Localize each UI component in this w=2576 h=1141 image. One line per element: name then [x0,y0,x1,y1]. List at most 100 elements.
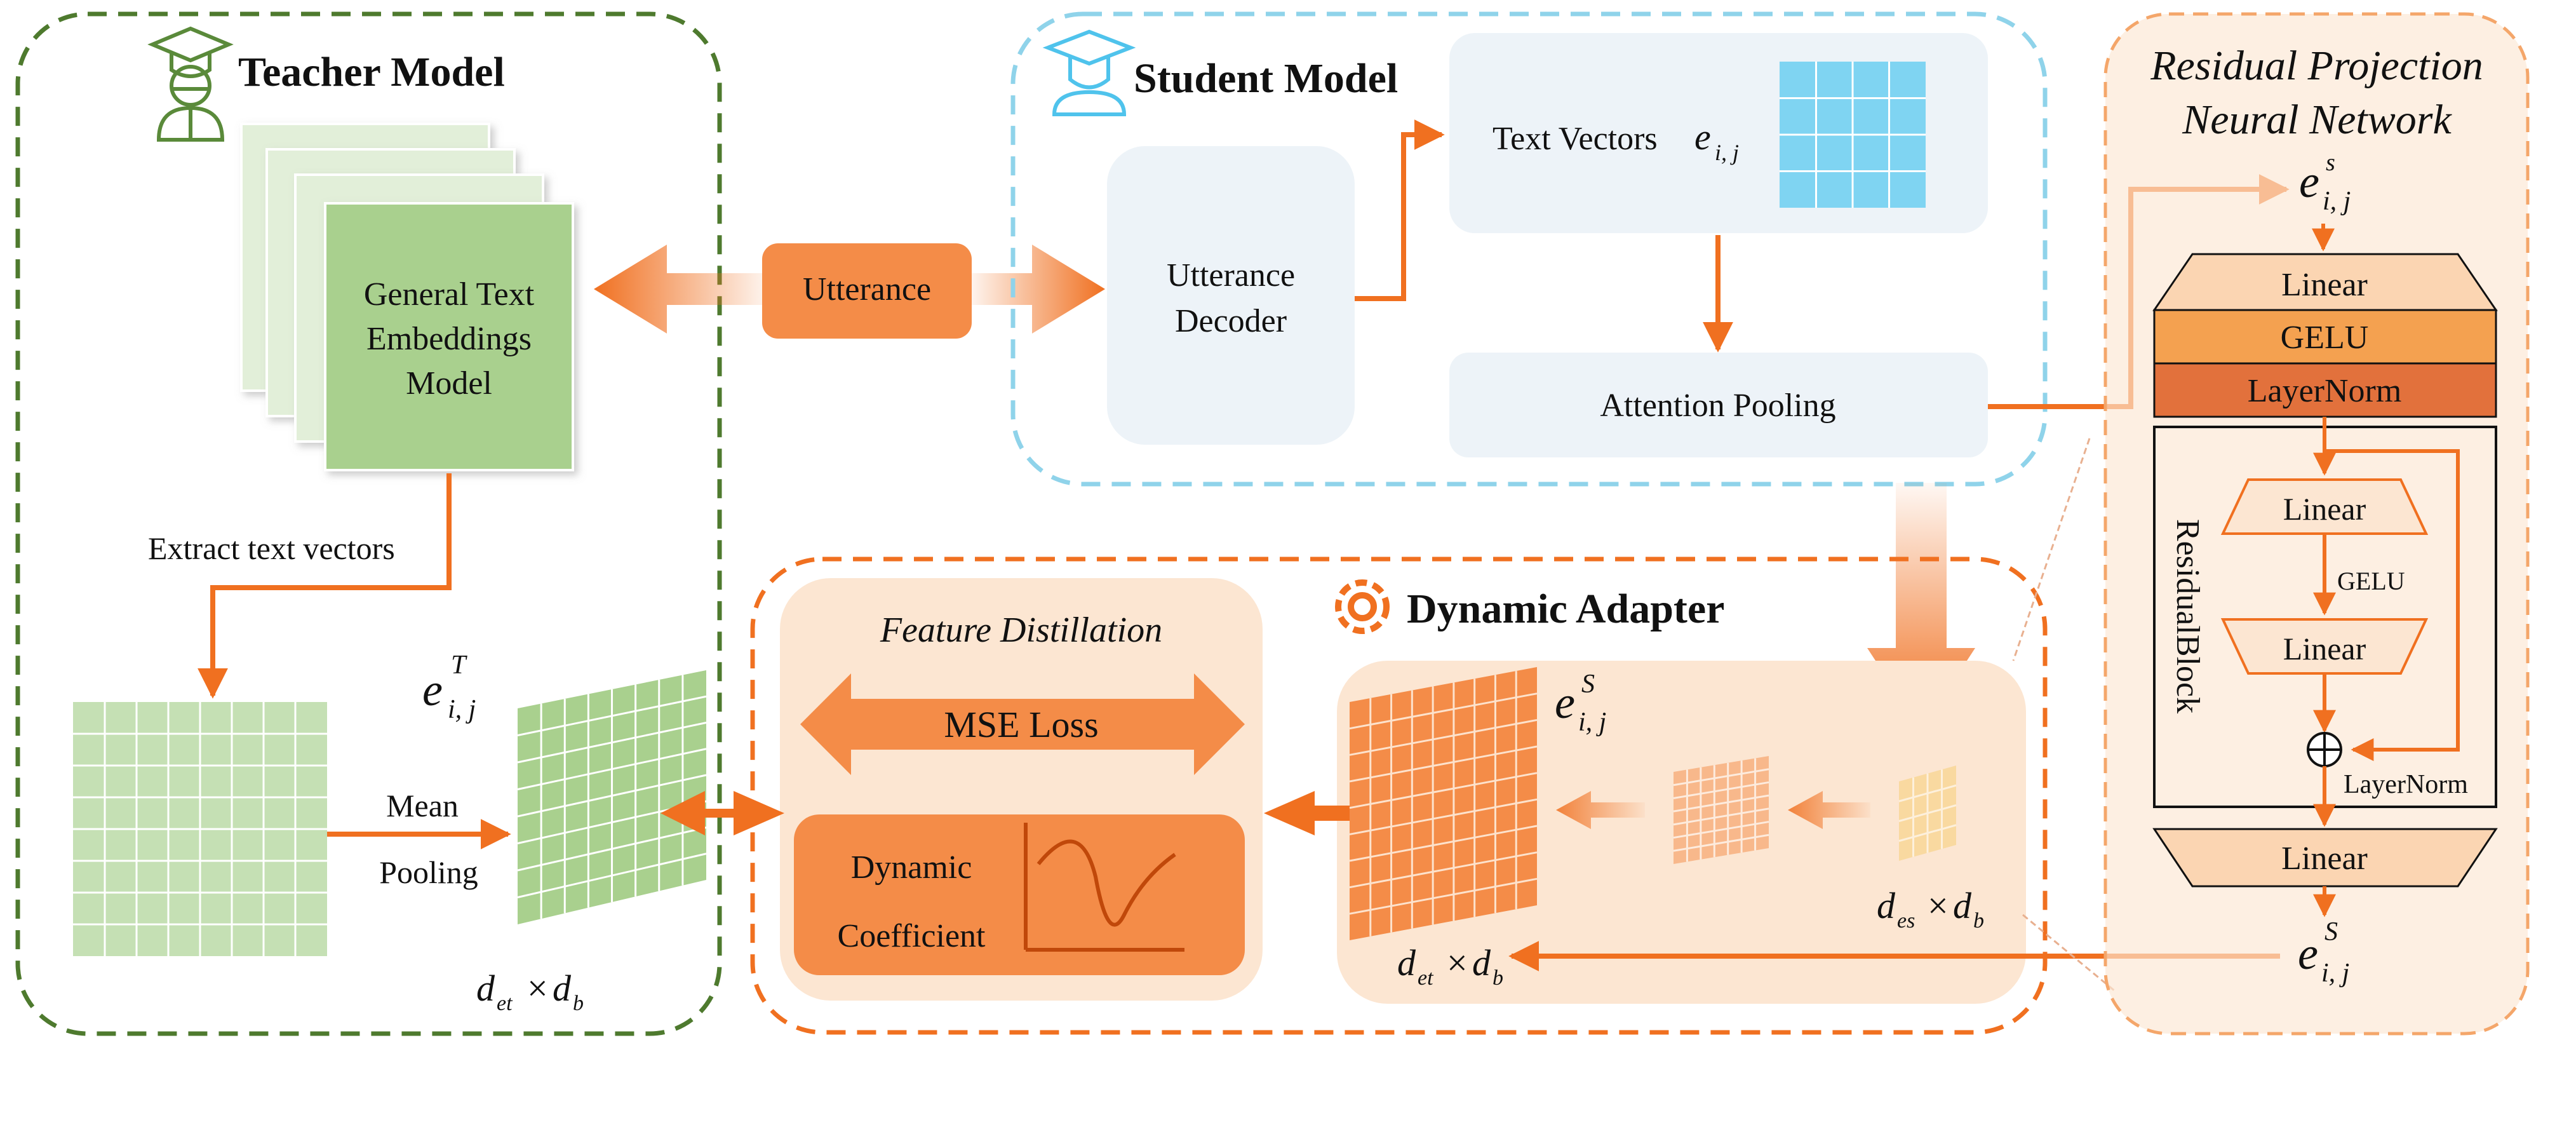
zoom-connector-bottom [2022,914,2116,992]
svg-text:e: e [1555,677,1575,728]
projection-to-distillation-arrow [1264,791,1359,835]
linear-inner1-layer [2220,478,2429,535]
linear-inner2-layer [2220,618,2429,675]
dynamic-label: Dynamic [851,849,972,886]
student-title: Student Model [1134,55,1398,102]
student-projected-grid-medium [1673,756,1769,864]
distillation-left-head [661,791,705,835]
svg-text:×: × [1447,942,1468,983]
teacher-pooled-vector-grid [517,670,707,924]
gelu-inner-label: GELU [2337,567,2405,595]
zoom-connector-top [2012,438,2091,661]
adapter-dim-left: d et × d b [1397,942,1503,990]
dynamic-adapter-panel: Dynamic Adapter Feature Distillation MSE… [661,557,2280,1035]
teacher-vector-symbol: e T i, j [422,651,476,724]
rpnn-input-symbol: e s i, j [2299,149,2351,216]
teacher-icon [147,26,234,142]
svg-text:S: S [2324,917,2338,947]
residual-skip-arrow [2324,449,2460,761]
linear-top-label: Linear [2281,267,2368,303]
text-vectors-symbol: e i, j [1694,116,1739,165]
small-to-medium-arrow [1788,791,1870,829]
dynamic-coefficient-box [794,814,1245,975]
extract-arrow [198,473,452,699]
residual-add-icon [2307,732,2342,767]
svg-text:i, j: i, j [1578,708,1606,737]
svg-text:e: e [2298,928,2318,979]
decoder-label-line1: Utterance [1167,257,1295,294]
svg-text:e: e [1694,116,1711,158]
svg-text:i, j: i, j [2323,187,2351,216]
student-projected-grid-large [1349,667,1538,940]
svg-text:T: T [451,651,467,680]
svg-text:S: S [1581,670,1595,699]
gelu-label: GELU [2281,320,2369,356]
decoder-to-text-vectors-arrow [1355,119,1445,301]
teacher-dimension-label: d et × d b [476,968,584,1015]
svg-text:e: e [2299,156,2319,207]
embeddings-model-line1: General Text [364,276,535,313]
utterance-label: Utterance [803,271,931,307]
student-projected-grid-small [1898,766,1957,861]
feature-distillation-label: Feature Distillation [880,611,1162,650]
svg-text:b: b [1493,966,1503,990]
svg-text:b: b [1973,909,1984,933]
dynamic-adapter-title: Dynamic Adapter [1407,586,1724,632]
adapter-vector-symbol: e S i, j [1555,670,1606,737]
gelu-layer [2153,309,2497,365]
linear-inner1-label: Linear [2283,491,2366,527]
decoder-label-line2: Decoder [1175,303,1287,339]
svg-text:i, j: i, j [448,695,476,724]
layernorm-top-layer [2153,362,2497,418]
extract-text-vectors-label: Extract text vectors [148,530,395,566]
svg-text:d: d [553,968,572,1009]
svg-text:d: d [1877,885,1896,926]
svg-text:d: d [1472,942,1491,983]
svg-text:d: d [1397,942,1416,983]
teacher-model-panel: Teacher Model General Text Embeddings Mo… [15,11,722,1036]
rpnn-panel: Residual Projection Neural Network e s i… [2103,12,2530,1036]
medium-to-large-arrow [1556,791,1645,829]
teacher-title: Teacher Model [238,49,505,95]
teacher-to-distillation-arrow [689,791,784,835]
coefficient-curve-icon [1024,823,1184,952]
linear-bottom-label: Linear [2281,841,2368,877]
svg-text:et: et [1418,966,1434,990]
attention-pooling-label: Attention Pooling [1600,388,1835,424]
utterance-left-arrow [594,245,765,334]
svg-text:e: e [422,665,443,715]
rpnn-title-line1: Residual Projection [2150,43,2483,89]
utterance-flow: Utterance [594,243,1105,339]
teacher-text-vector-grid [73,702,327,956]
linear-inner2-label: Linear [2283,631,2366,666]
svg-text:d: d [476,968,495,1009]
svg-text:i, j: i, j [2321,959,2349,988]
embeddings-model-line2: Embeddings [366,321,532,357]
svg-text:×: × [1928,885,1949,926]
mean-label: Mean [386,788,459,823]
student-text-vector-grid [1780,62,1926,208]
svg-text:i, j: i, j [1715,140,1739,165]
svg-text:d: d [1953,885,1972,926]
mse-loss-label: MSE Loss [944,704,1098,745]
residual-block-label: ResidualBlock [2170,519,2206,713]
attention-pooling-box [1449,353,1988,457]
pooling-label: Pooling [379,854,478,890]
svg-text:es: es [1897,909,1915,933]
student-icon [1042,29,1136,116]
teacher-embedding-stack: General Text Embeddings Model [240,123,574,471]
utterance-right-arrow [972,245,1105,334]
svg-text:et: et [497,992,513,1015]
adapter-gear-icon [1335,579,1390,634]
rpnn-title-line2: Neural Network [2182,97,2452,143]
student-model-panel: Student Model Utterance Decoder Text Vec… [1010,11,2290,487]
svg-text:s: s [2326,149,2335,176]
layernorm-top-label: LayerNorm [2248,373,2402,409]
text-vectors-label: Text Vectors [1493,121,1658,157]
svg-text:b: b [573,992,584,1015]
svg-text:×: × [527,968,548,1009]
utterance-box [762,243,972,339]
adapter-dim-right: d es × d b [1877,885,1984,933]
rpnn-output-symbol: e S i, j [2298,917,2349,988]
